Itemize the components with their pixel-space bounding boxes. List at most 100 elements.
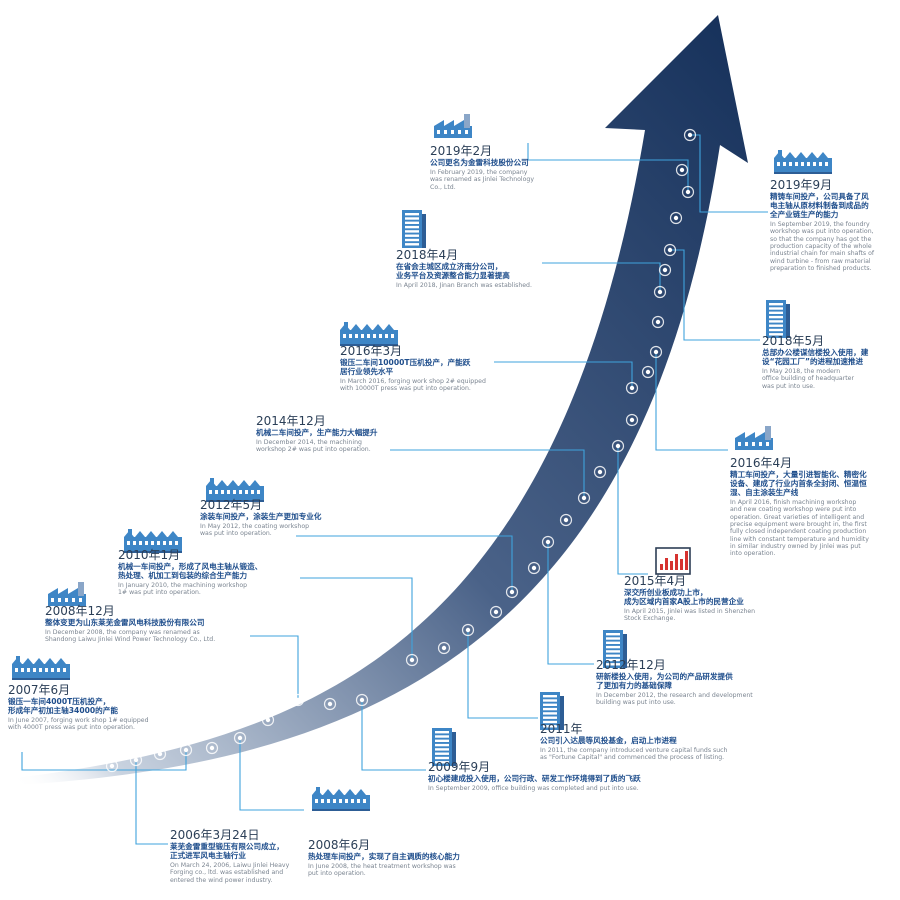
event-date: 2016年3月 <box>340 344 403 358</box>
connector-line <box>390 449 585 498</box>
event-description-en: In March 2016, forging work shop 2# equi… <box>340 378 486 393</box>
timeline-node-e2008dec <box>291 693 305 707</box>
event-description-zh: 莱芜金雷重型锻压有限公司成立， 正式进军风电主轴行业 <box>170 842 284 861</box>
factory-chimney-icon <box>735 426 773 450</box>
factory-icon <box>12 656 70 680</box>
timeline-node <box>489 605 503 619</box>
timeline-node <box>105 759 119 773</box>
connector-line <box>300 577 413 660</box>
factory-icon <box>124 529 182 553</box>
event-e2019sep: 2019年9月精铸车间投产，公司具备了风 电主轴从原材料制备到成品的 全产业链生… <box>770 178 890 272</box>
event-description-en: In April 2018, Jinan Branch was establis… <box>396 282 532 290</box>
event-description-zh: 研新楼投入使用，为公司的产品研发提供 了更加有力的基础保障 <box>596 672 733 691</box>
event-description-en: In December 2008, the company was rename… <box>45 629 216 644</box>
event-description-en: In May 2018, the modern office building … <box>762 368 855 390</box>
connector-line <box>617 446 648 575</box>
timeline-node-e2018may <box>663 243 677 257</box>
event-description-zh: 整体变更为山东莱芜金雷风电科技股份有限公司 <box>45 618 205 628</box>
event-description-zh: 公司引入达晨等风投基金，启动上市进程 <box>540 736 677 746</box>
connector-line <box>250 635 299 700</box>
event-date: 2008年6月 <box>308 838 371 852</box>
event-date: 2008年12月 <box>45 604 115 618</box>
timeline-node <box>205 741 219 755</box>
connector-line <box>494 361 633 388</box>
timeline-node <box>559 513 573 527</box>
connector-line <box>239 738 304 811</box>
timeline-node-e2012dec <box>541 535 555 549</box>
timeline-node-e2006 <box>129 753 143 767</box>
event-date: 2019年9月 <box>770 178 833 192</box>
connector-line <box>296 535 513 592</box>
growth-arrow <box>15 15 748 785</box>
event-description-zh: 精工车间投产，大量引进智能化、精密化 设备、建成了行业内首条全封闭、恒温恒 湿、… <box>730 470 867 498</box>
event-date: 2019年2月 <box>430 144 493 158</box>
factory-icon <box>312 787 370 811</box>
timeline-node <box>527 561 541 575</box>
event-description-en: In 2011, the company introduced venture … <box>540 747 728 762</box>
connector-line <box>547 542 594 665</box>
connector-lines <box>21 134 768 845</box>
event-date: 2012年5月 <box>200 498 263 512</box>
event-date: 2011年 <box>540 722 583 736</box>
timeline-node-e2008jun <box>233 731 247 745</box>
building-icon <box>603 630 627 668</box>
timeline-node <box>593 465 607 479</box>
event-date: 2014年12月 <box>256 414 326 428</box>
event-description-en: On March 24, 2006, Laiwu Jinlei Heavy Fo… <box>170 862 290 884</box>
timeline-node-e2018apr <box>653 285 667 299</box>
event-description-zh: 热处理车间投产，实现了自主调质的核心能力 <box>308 852 460 862</box>
connector-line <box>655 352 728 451</box>
timeline-node <box>651 315 665 329</box>
factory-icon <box>340 322 398 346</box>
chart-icon <box>655 547 691 575</box>
timeline-node <box>437 641 451 655</box>
event-description-zh: 精铸车间投产，公司具备了风 电主轴从原材料制备到成品的 全产业链生产的能力 <box>770 192 869 220</box>
connector-line <box>542 262 661 292</box>
event-e2010: 2010年1月机械一车间投产，形成了风电主轴从锻造、 热处理、机加工到包装的综合… <box>118 548 298 597</box>
event-date: 2006年3月24日 <box>170 828 260 842</box>
event-date: 2015年4月 <box>624 574 687 588</box>
timeline-node-e2019sep <box>683 128 697 142</box>
timeline-node <box>641 365 655 379</box>
timeline-node-e2011 <box>461 623 475 637</box>
event-date: 2009年9月 <box>428 760 491 774</box>
event-description-zh: 锻压二车间10000T压机投产，产能跃 居行业领先水平 <box>340 358 471 377</box>
event-description-en: In February 2019, the company was rename… <box>430 169 535 191</box>
building-icon <box>402 210 426 248</box>
timeline-node-e2019feb <box>681 185 695 199</box>
event-description-zh: 在省会主城区成立济南分公司， 业务平台及资源整合能力显著提高 <box>396 262 510 281</box>
timeline-node <box>669 211 683 225</box>
timeline-node-e2014 <box>577 491 591 505</box>
connector-line <box>467 630 538 719</box>
event-date: 2012年12月 <box>596 658 666 672</box>
event-e2016apr: 2016年4月精工车间投产，大量引进智能化、精密化 设备、建成了行业内首条全封闭… <box>730 456 880 558</box>
event-description-en: In January 2010, the machining workshop … <box>118 582 248 597</box>
timeline-node <box>261 713 275 727</box>
timeline-node-e2016mar <box>625 381 639 395</box>
event-date: 2018年5月 <box>762 334 825 348</box>
event-description-en: In April 2016, finish machining workshop… <box>730 499 869 558</box>
event-icons <box>12 114 832 811</box>
event-description-en: In June 2008, the heat treatment worksho… <box>308 863 456 878</box>
event-description-zh: 锻压一车间4000T压机投产， 形成年产初加主轴34000的产能 <box>8 697 118 716</box>
connector-line <box>670 249 760 341</box>
event-description-zh: 总部办公楼谋信楼投入使用，建 设“花园工厂”的进程加速推进 <box>762 348 869 367</box>
timeline-nodes <box>105 128 697 773</box>
timeline-node <box>625 413 639 427</box>
connector-line <box>135 760 168 845</box>
event-description-en: In December 2014, the machining workshop… <box>256 439 371 454</box>
event-description-zh: 初心楼建成投入使用，公司行政、研发工作环境得到了质的飞跃 <box>428 774 641 784</box>
timeline-node-e2012may <box>505 585 519 599</box>
